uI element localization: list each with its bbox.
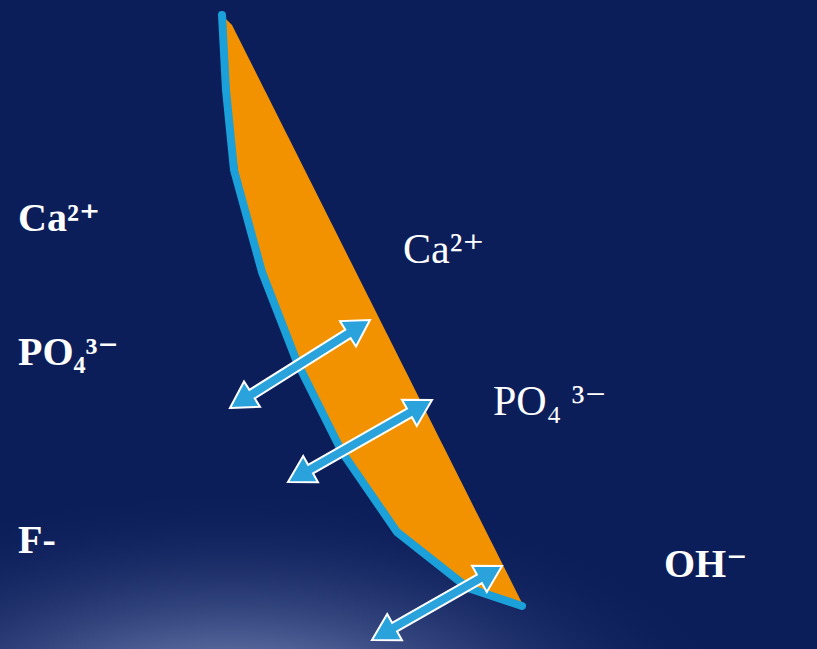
- ion-label: PO₄³⁻: [18, 330, 119, 374]
- ion-label: OH⁻: [664, 542, 747, 586]
- exchange-arrow: [288, 400, 432, 482]
- exchange-arrow: [230, 320, 370, 408]
- surface-outline: [222, 15, 522, 606]
- ion-label: Ca²⁺: [403, 226, 484, 272]
- enamel-layer: [222, 15, 522, 603]
- ion-label: F-: [18, 518, 56, 562]
- ion-label: PO₄ ³⁻: [493, 378, 607, 424]
- ion-label: Ca²⁺: [18, 196, 100, 240]
- exchange-arrow: [372, 566, 502, 640]
